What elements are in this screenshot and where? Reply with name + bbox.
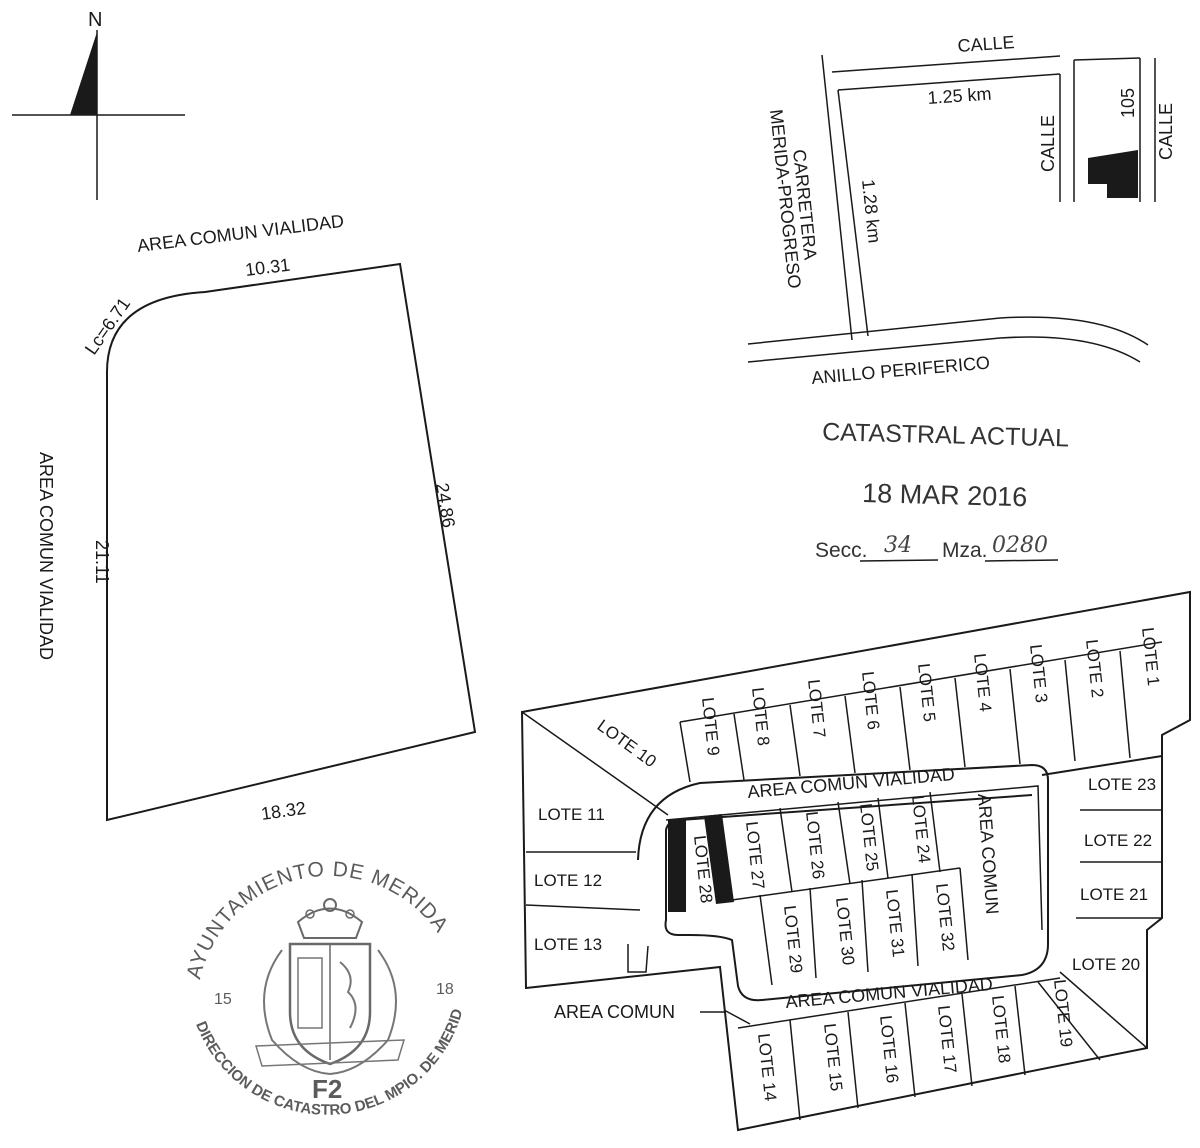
parcel-left-label: AREA COMUN VIALIDAD [36, 452, 56, 660]
left-lot-labels: LOTE 11 LOTE 12 LOTE 13 [534, 805, 605, 954]
mza-value: 0280 [992, 533, 1048, 558]
lot-label: LOTE 11 [538, 805, 605, 824]
lot-label: LOTE 14 [754, 1032, 780, 1102]
lot-label: LOTE 30 [832, 896, 858, 966]
parcel-dim-top: 10.31 [244, 255, 291, 280]
lot-label: LOTE 9 [698, 696, 723, 756]
area-comun-callout-label: AREA COMUN [554, 1002, 675, 1022]
cadastral-stamp: CATASTRAL ACTUAL 18 MAR 2016 Secc. 34 Mz… [815, 418, 1069, 562]
parcel-dim-bottom: 18.32 [260, 798, 307, 824]
lot-label: LOTE 18 [988, 994, 1014, 1064]
distance-horizontal: 1.25 km [927, 84, 992, 108]
inner-lower-lot-labels: LOTE 29 LOTE 30 LOTE 31 LOTE 32 [780, 882, 958, 974]
lot-label: LOTE 15 [820, 1022, 846, 1092]
lot-label: LOTE 16 [876, 1014, 902, 1084]
lot-label: LOTE 19 [1050, 978, 1076, 1048]
top-lot-dividers [679, 650, 1131, 783]
calle-right-label: CALLE [1156, 103, 1176, 160]
location-sketch: CALLE 1.25 km CALLE 105 CALLE CARRETERA … [747, 32, 1176, 388]
lot-label: LOTE 3 [1026, 643, 1051, 703]
lot-label: LOTE 6 [858, 670, 883, 730]
lot-label: LOTE 22 [1084, 831, 1152, 850]
lot-label: LOTE 20 [1072, 955, 1140, 974]
top-lot-labels: LOTE 1 LOTE 2 LOTE 3 LOTE 4 LOTE 5 LOTE … [698, 626, 1163, 756]
subdivision-plan: LOTE 1 LOTE 2 LOTE 3 LOTE 4 LOTE 5 LOTE … [520, 590, 1191, 1132]
seal-right-num: 18 [436, 981, 454, 998]
lot-label: LOTE 8 [748, 686, 773, 746]
right-lot-labels: LOTE 23 LOTE 22 LOTE 21 LOTE 20 [1072, 775, 1156, 974]
lot-label: LOTE 2 [1082, 638, 1107, 698]
distance-vertical: 1.28 km [858, 178, 885, 244]
calle-top-label: CALLE [957, 32, 1015, 56]
lot-label: LOTE 12 [534, 871, 602, 890]
mza-label: Mza. [942, 539, 988, 562]
area-comun-inner-label: AREA COMUN [974, 793, 1002, 915]
secc-label: Secc. [815, 539, 868, 562]
seal-bottom-text: DIRECCION DE CATASTRO DEL MPIO. DE MERID… [0, 0, 466, 1119]
lot-label: LOTE 26 [802, 810, 828, 880]
laurel-icon [255, 949, 406, 1075]
cadastral-date: 18 MAR 2016 [862, 478, 1028, 512]
lot-label: LOTE 17 [934, 1004, 960, 1074]
lot-label: LOTE 24 [908, 794, 934, 864]
cadastral-title: CATASTRAL ACTUAL [822, 418, 1070, 452]
lot-label: LOTE 25 [856, 802, 882, 872]
parcel-dim-right: 24.86 [432, 481, 459, 529]
calle-mid-label: CALLE [1038, 115, 1058, 172]
lot-label: LOTE 21 [1080, 885, 1148, 904]
lot-label: LOTE 1 [1138, 626, 1163, 686]
parcel-dim-arc: Lc=6.71 [81, 294, 134, 358]
lot-label: LOTE 27 [742, 820, 768, 890]
periferico-label: ANILLO PERIFERICO [811, 352, 991, 388]
parcel-outline: AREA COMUN VIALIDAD 10.31 Lc=6.71 24.86 … [36, 211, 477, 824]
calle-number: 105 [1118, 88, 1138, 118]
north-arrow: N [12, 9, 185, 200]
seal-left-num: 15 [214, 991, 232, 1008]
north-label: N [88, 9, 102, 31]
lot-label: LOTE 13 [534, 935, 602, 954]
seal-arc-text: AYUNTAMIENTO DE MERIDA [182, 858, 453, 982]
lot-label: LOTE 5 [914, 662, 939, 722]
lot-label: LOTE 23 [1088, 775, 1156, 794]
lot-label: LOTE 32 [932, 882, 958, 952]
secc-value: 34 [884, 533, 912, 558]
crown-icon [296, 898, 364, 939]
lot-label: LOTE 4 [970, 652, 995, 712]
road-bottom-label: AREA COMUN VIALIDAD [785, 974, 994, 1012]
municipal-seal: AYUNTAMIENTO DE MERIDA DIRECCION DE CATA… [0, 0, 466, 1119]
shield-icon [288, 942, 372, 1066]
seal-code: F2 [312, 1074, 342, 1104]
lot-label: LOTE 31 [882, 888, 908, 958]
lot-label: LOTE 10 [594, 716, 660, 771]
lot-label: LOTE 29 [780, 904, 806, 974]
parcel-top-label: AREA COMUN VIALIDAD [136, 211, 345, 256]
parcel-dim-left: 21.11 [92, 540, 112, 584]
lot-label: LOTE 7 [804, 678, 829, 738]
